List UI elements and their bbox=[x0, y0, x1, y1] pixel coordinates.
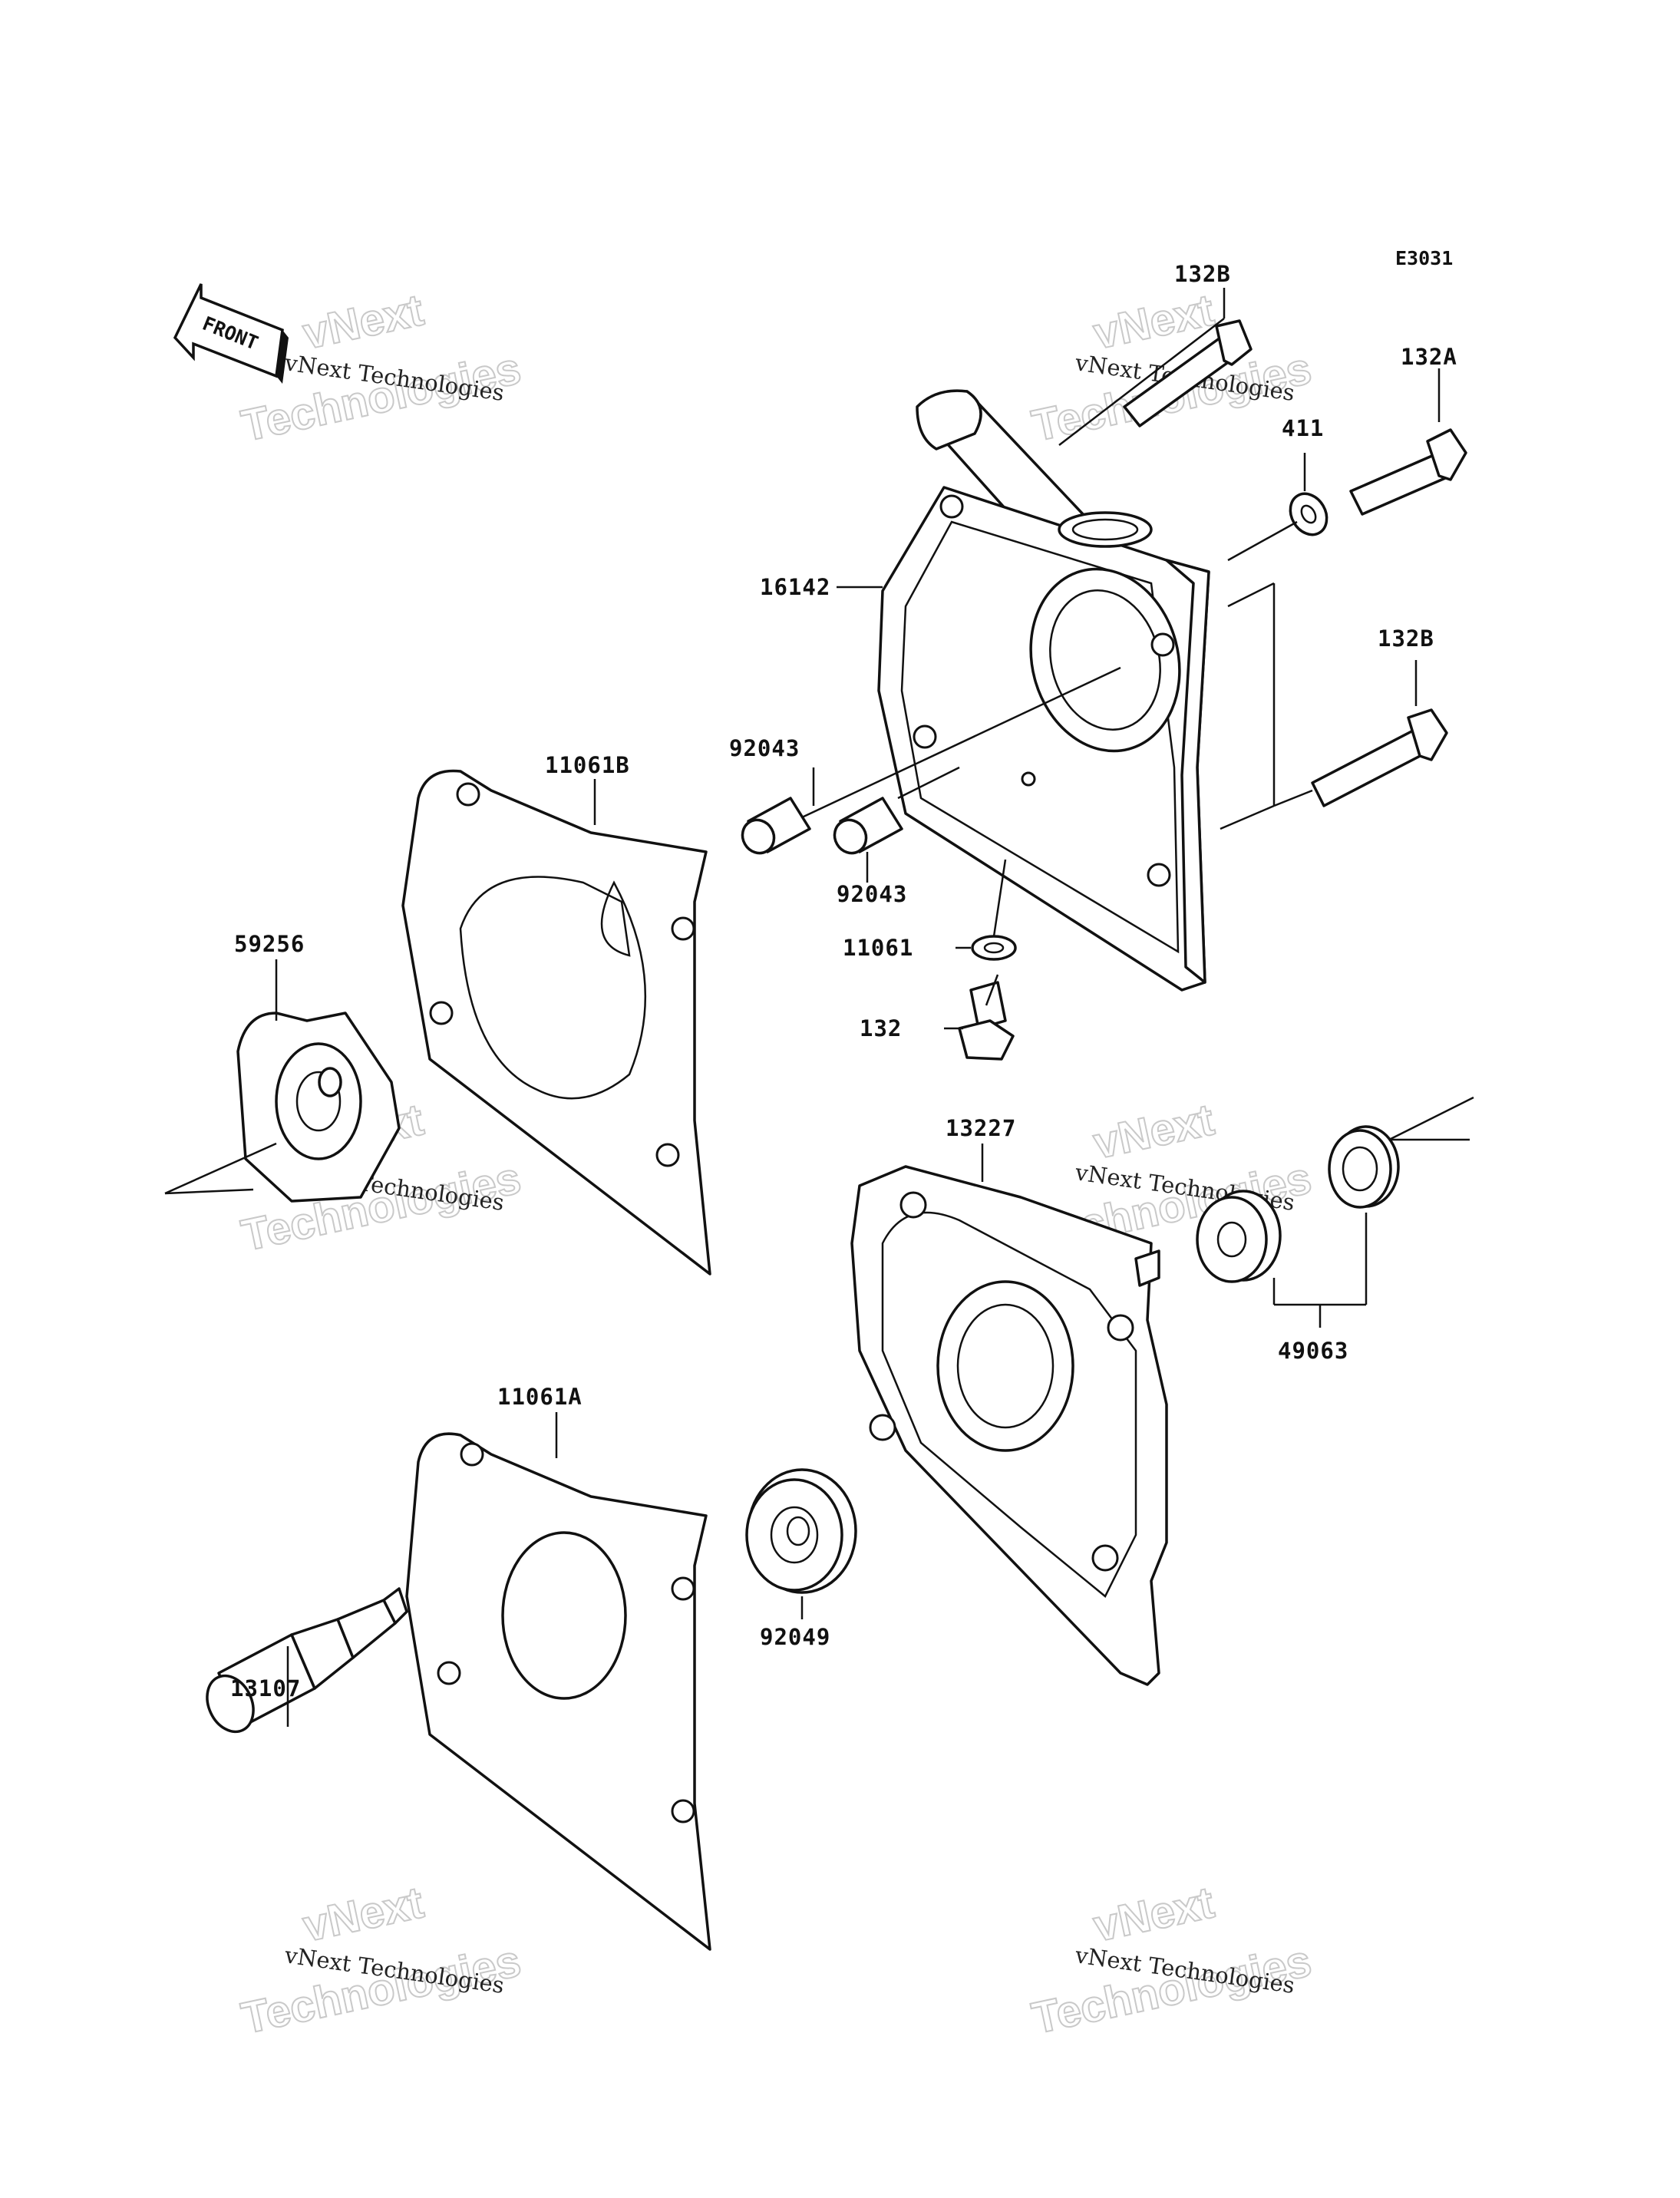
seal-92049 bbox=[745, 1468, 857, 1594]
watermark: vNext Technologies vNext Technologies bbox=[1027, 1876, 1316, 2044]
front-arrow-icon: FRONT bbox=[173, 283, 289, 384]
part-label-92043: 92043 bbox=[729, 735, 800, 761]
part-label-92049: 92049 bbox=[760, 1624, 830, 1650]
svg-text:vNext: vNext bbox=[299, 1877, 427, 1951]
seal-49063 bbox=[1196, 1125, 1400, 1283]
watermark: vNext Technologies vNext Technologies bbox=[236, 1876, 526, 2044]
part-label-49063: 49063 bbox=[1278, 1338, 1348, 1364]
bolt-132a bbox=[1349, 428, 1467, 516]
bolt-132b-top bbox=[1123, 319, 1253, 427]
part-label-11061: 11061 bbox=[843, 935, 913, 961]
bolt-132b-mid bbox=[1311, 708, 1448, 807]
gasket-11061b bbox=[401, 769, 711, 1276]
dowel-92043-a bbox=[741, 797, 811, 855]
part-label-59256: 59256 bbox=[234, 931, 305, 957]
part-label-132: 132 bbox=[860, 1015, 902, 1041]
part-label-132b: 132B bbox=[1378, 625, 1434, 652]
valve-13107 bbox=[206, 1587, 408, 1734]
part-label-132b: 132B bbox=[1174, 261, 1231, 287]
svg-text:vNext: vNext bbox=[299, 285, 427, 358]
diagram-code: E3031 bbox=[1395, 247, 1453, 269]
part-label-11061a: 11061A bbox=[497, 1384, 583, 1410]
part-label-92043: 92043 bbox=[837, 881, 907, 907]
watermark: vNext Technologies vNext Technologies bbox=[1027, 284, 1316, 451]
leader-lines bbox=[164, 288, 1474, 1727]
washer-411 bbox=[1289, 492, 1328, 536]
washer-11061 bbox=[971, 935, 1017, 961]
svg-text:vNext: vNext bbox=[1089, 285, 1218, 358]
part-label-16142: 16142 bbox=[760, 574, 830, 600]
gasket-11061a bbox=[405, 1432, 711, 1951]
bolt-132 bbox=[958, 981, 1015, 1061]
cover-13227 bbox=[850, 1165, 1168, 1686]
dowel-92043-b bbox=[833, 797, 903, 855]
impeller-59256 bbox=[236, 1012, 401, 1203]
part-label-411: 411 bbox=[1282, 415, 1324, 441]
part-label-11061b: 11061B bbox=[545, 752, 630, 778]
svg-text:vNext: vNext bbox=[1089, 1877, 1218, 1951]
part-label-13107: 13107 bbox=[230, 1675, 301, 1701]
part-label-132a: 132A bbox=[1401, 344, 1457, 370]
part-label-13227: 13227 bbox=[946, 1115, 1016, 1141]
svg-text:vNext: vNext bbox=[1089, 1094, 1218, 1168]
pump-housing-16142 bbox=[877, 389, 1210, 992]
